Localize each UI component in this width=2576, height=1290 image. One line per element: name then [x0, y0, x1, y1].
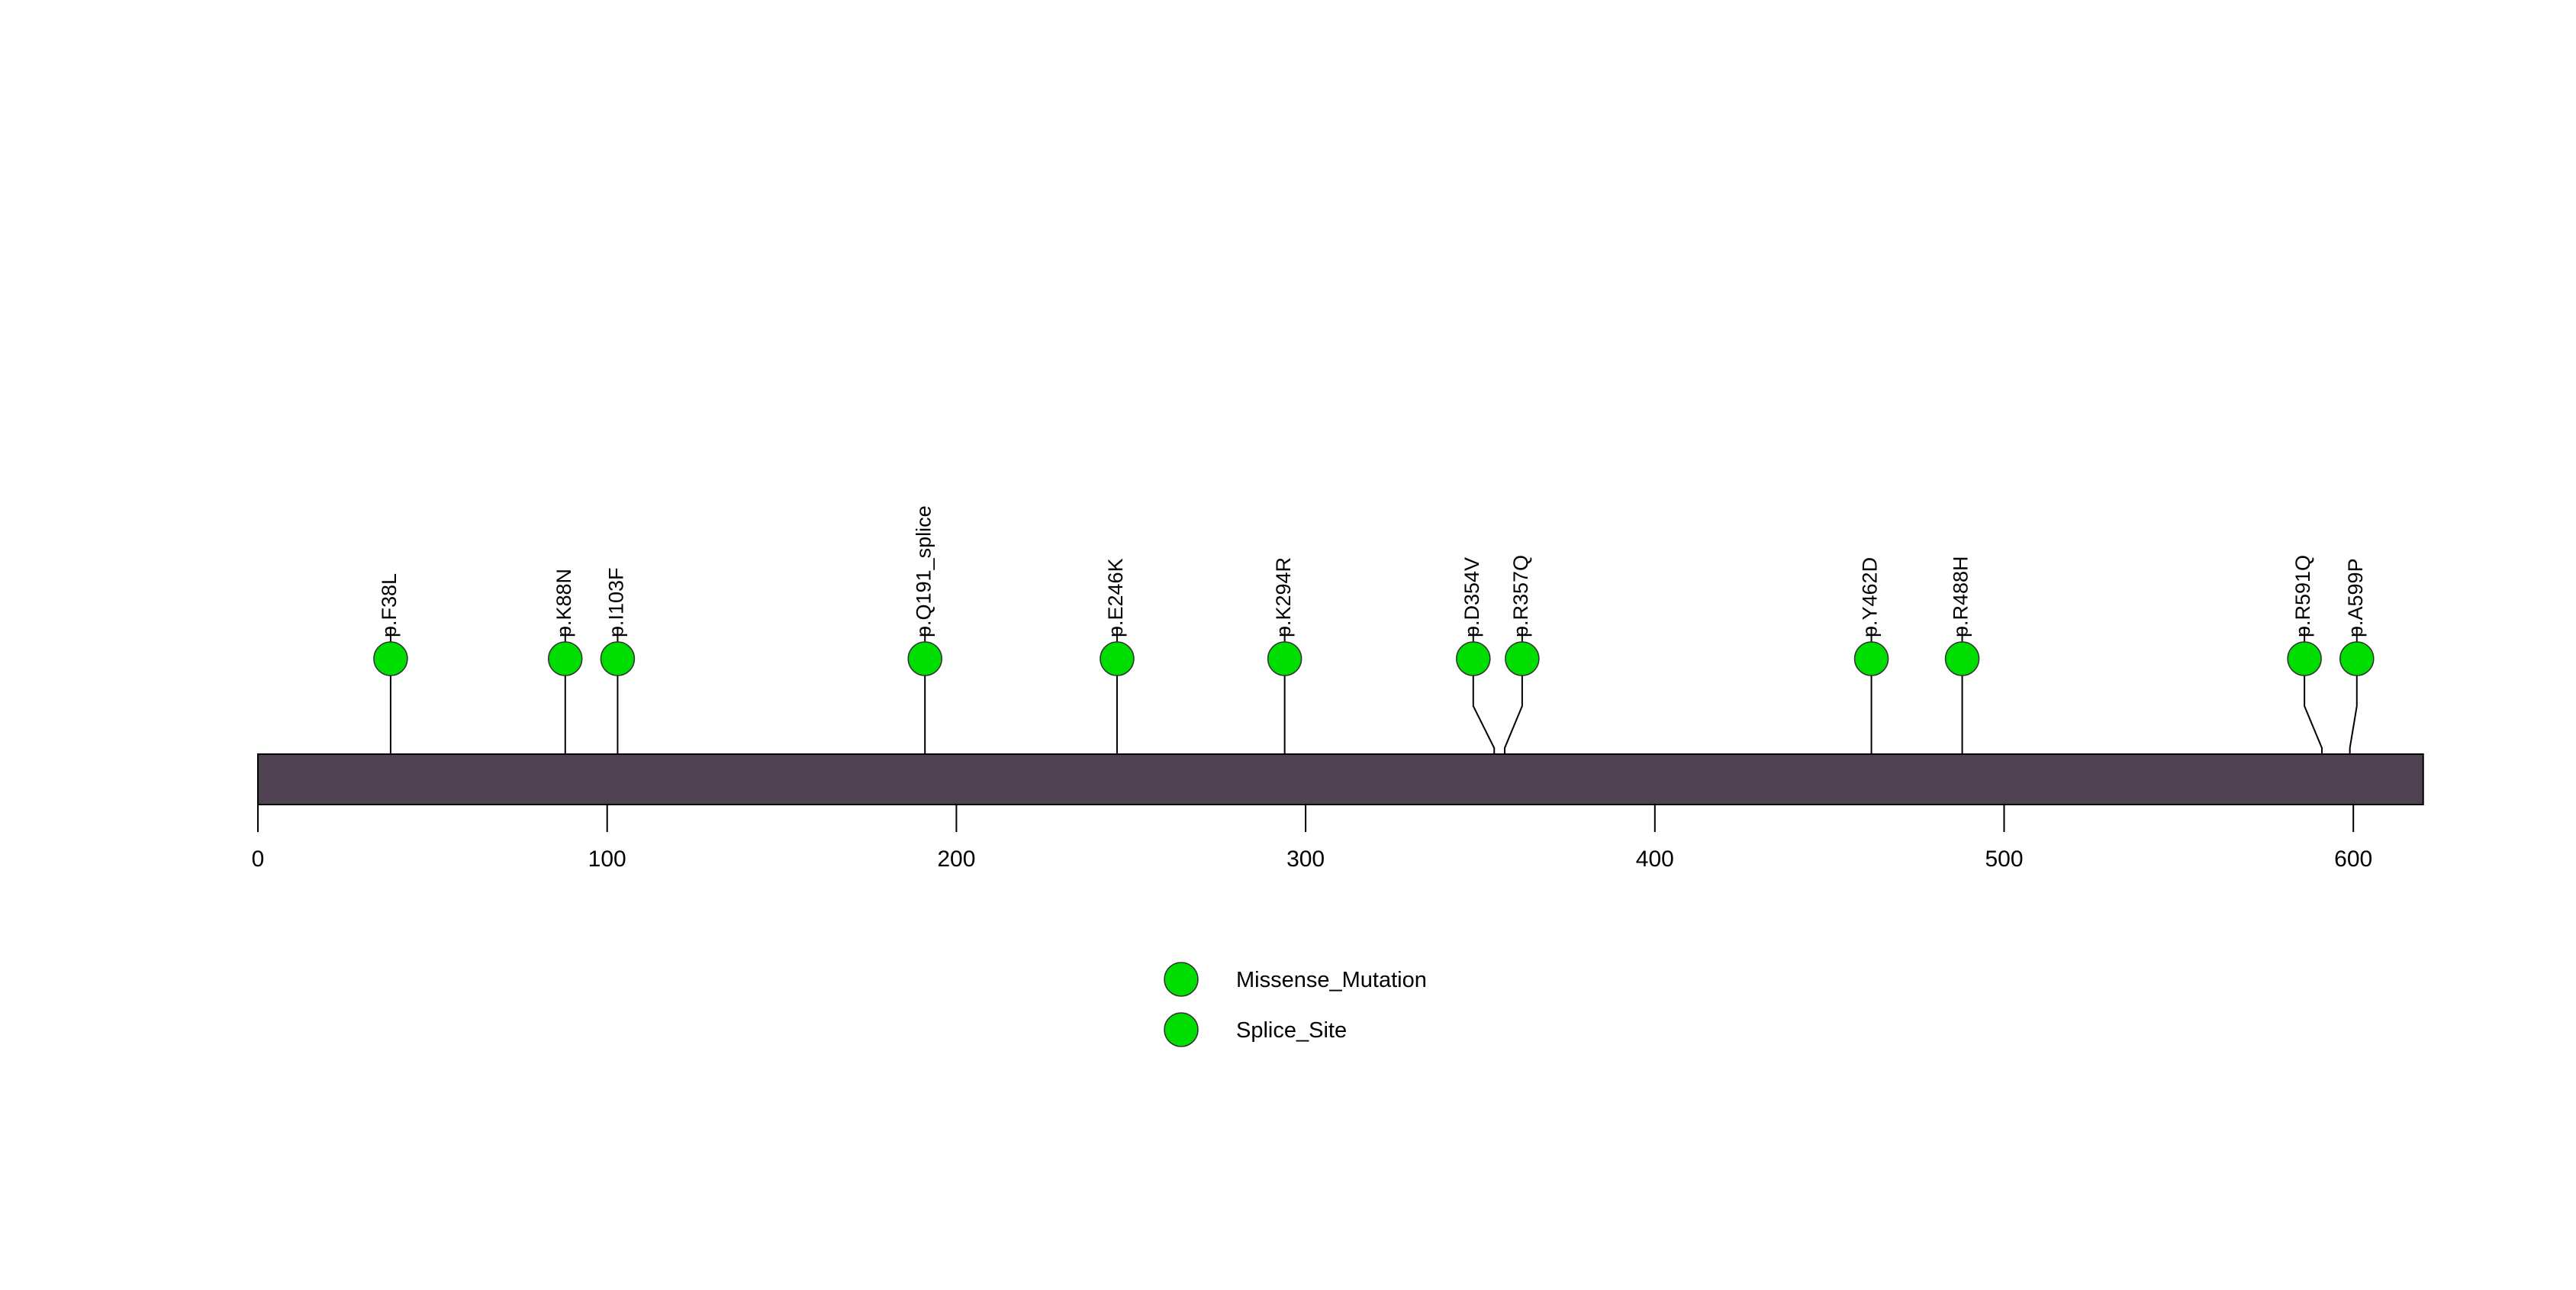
- protein-domain-bar: [257, 753, 2424, 805]
- mutation-label-p.R591Q[interactable]: p.R591Q: [2291, 555, 2314, 637]
- legend-label-Splice_Site: Splice_Site: [1236, 1018, 1347, 1043]
- mutation-head-p.Q191_splice[interactable]: [907, 641, 942, 676]
- mutation-label-p.E246K[interactable]: p.E246K: [1104, 558, 1127, 637]
- mutation-label-p.R357Q[interactable]: p.R357Q: [1509, 555, 1532, 637]
- mutation-head-p.D354V[interactable]: [1456, 641, 1491, 676]
- mutation-label-p.Y462D[interactable]: p.Y462D: [1859, 557, 1882, 637]
- legend-label-Missense_Mutation: Missense_Mutation: [1236, 968, 1427, 992]
- mutation-head-p.R488H[interactable]: [1944, 641, 1980, 676]
- mutation-label-p.K294R[interactable]: p.K294R: [1272, 557, 1295, 637]
- protein-domain-group: [257, 753, 2424, 805]
- mutation-head-p.E246K[interactable]: [1100, 641, 1135, 676]
- mutation-labels-group: p.F38L p.K88N p.I103F p.Q191_splice p.E246K p…: [378, 505, 2367, 637]
- axis-tick-label-500: 500: [1985, 847, 2023, 872]
- mutation-heads-group: [373, 641, 2375, 676]
- mutation-head-p.A599P[interactable]: [2339, 641, 2375, 676]
- axis-tick-label-400: 400: [1636, 847, 1674, 872]
- legend-swatch-Missense_Mutation[interactable]: [1164, 962, 1199, 997]
- mutation-head-p.I103F[interactable]: [600, 641, 636, 676]
- axis-tick-label-0: 0: [252, 847, 265, 872]
- mutation-label-p.I103F[interactable]: p.I103F: [605, 567, 628, 637]
- mutation-label-p.F38L[interactable]: p.F38L: [378, 573, 401, 637]
- mutation-head-p.R591Q[interactable]: [2287, 641, 2322, 676]
- axis-tick-label-200: 200: [937, 847, 975, 872]
- mutation-label-p.K88N[interactable]: p.K88N: [552, 569, 575, 637]
- axis-tick-label-300: 300: [1286, 847, 1325, 872]
- mutation-label-p.Q191_splice[interactable]: p.Q191_splice: [912, 505, 935, 637]
- mutation-head-p.Y462D[interactable]: [1853, 641, 1889, 676]
- mutation-head-p.F38L[interactable]: [373, 641, 408, 676]
- mutation-head-p.K88N[interactable]: [548, 641, 583, 676]
- mutation-label-p.A599P[interactable]: p.A599P: [2344, 558, 2367, 637]
- axis-tick-label-600: 600: [2334, 847, 2372, 872]
- axis-group: 0 100 200 300 400 500 600: [252, 805, 2372, 872]
- mutation-head-p.K294R[interactable]: [1267, 641, 1302, 676]
- axis-tick-label-100: 100: [588, 847, 626, 872]
- mutation-head-p.R357Q[interactable]: [1505, 641, 1540, 676]
- mutation-label-p.D354V[interactable]: p.D354V: [1460, 557, 1483, 637]
- legend-swatch-Splice_Site[interactable]: [1164, 1012, 1199, 1047]
- mutation-label-p.R488H[interactable]: p.R488H: [1950, 556, 1972, 637]
